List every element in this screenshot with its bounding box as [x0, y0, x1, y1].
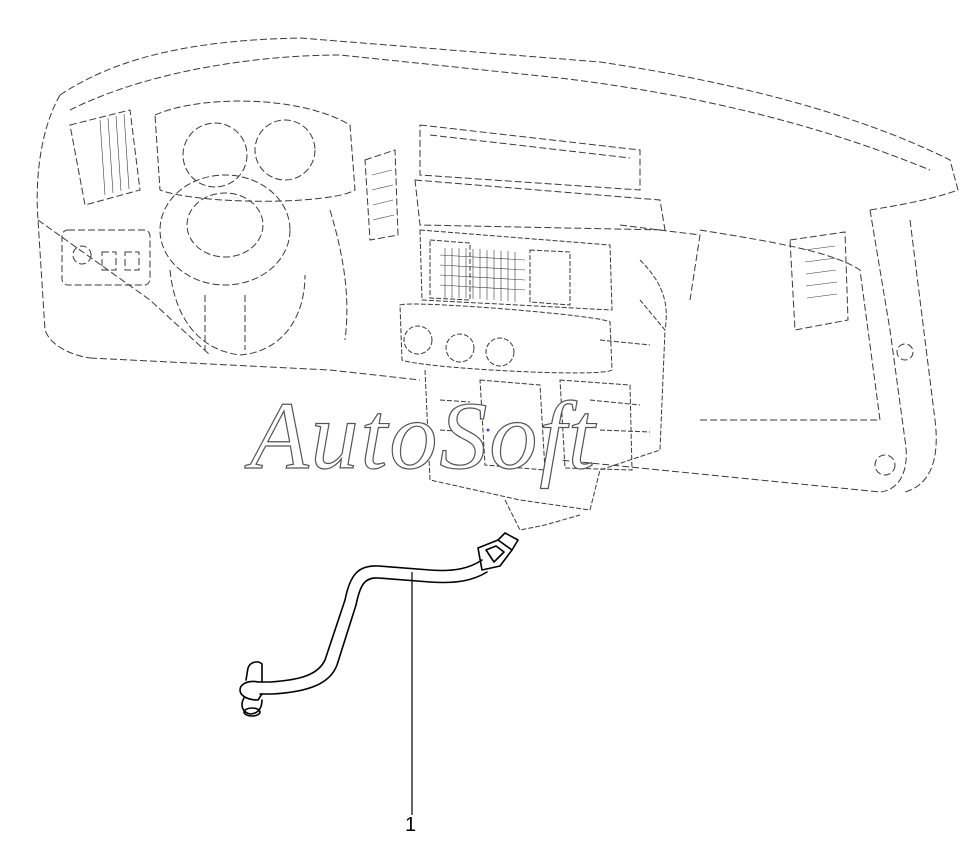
callout-1-label: 1 [405, 814, 417, 836]
watermark: AutoSoft [244, 382, 597, 489]
dashboard-phantom [36, 37, 959, 493]
hvac-module-phantom [399, 229, 667, 531]
part-1-hose[interactable] [239, 532, 519, 717]
reference-dot [486, 428, 490, 432]
grille-hatch [99, 113, 838, 302]
